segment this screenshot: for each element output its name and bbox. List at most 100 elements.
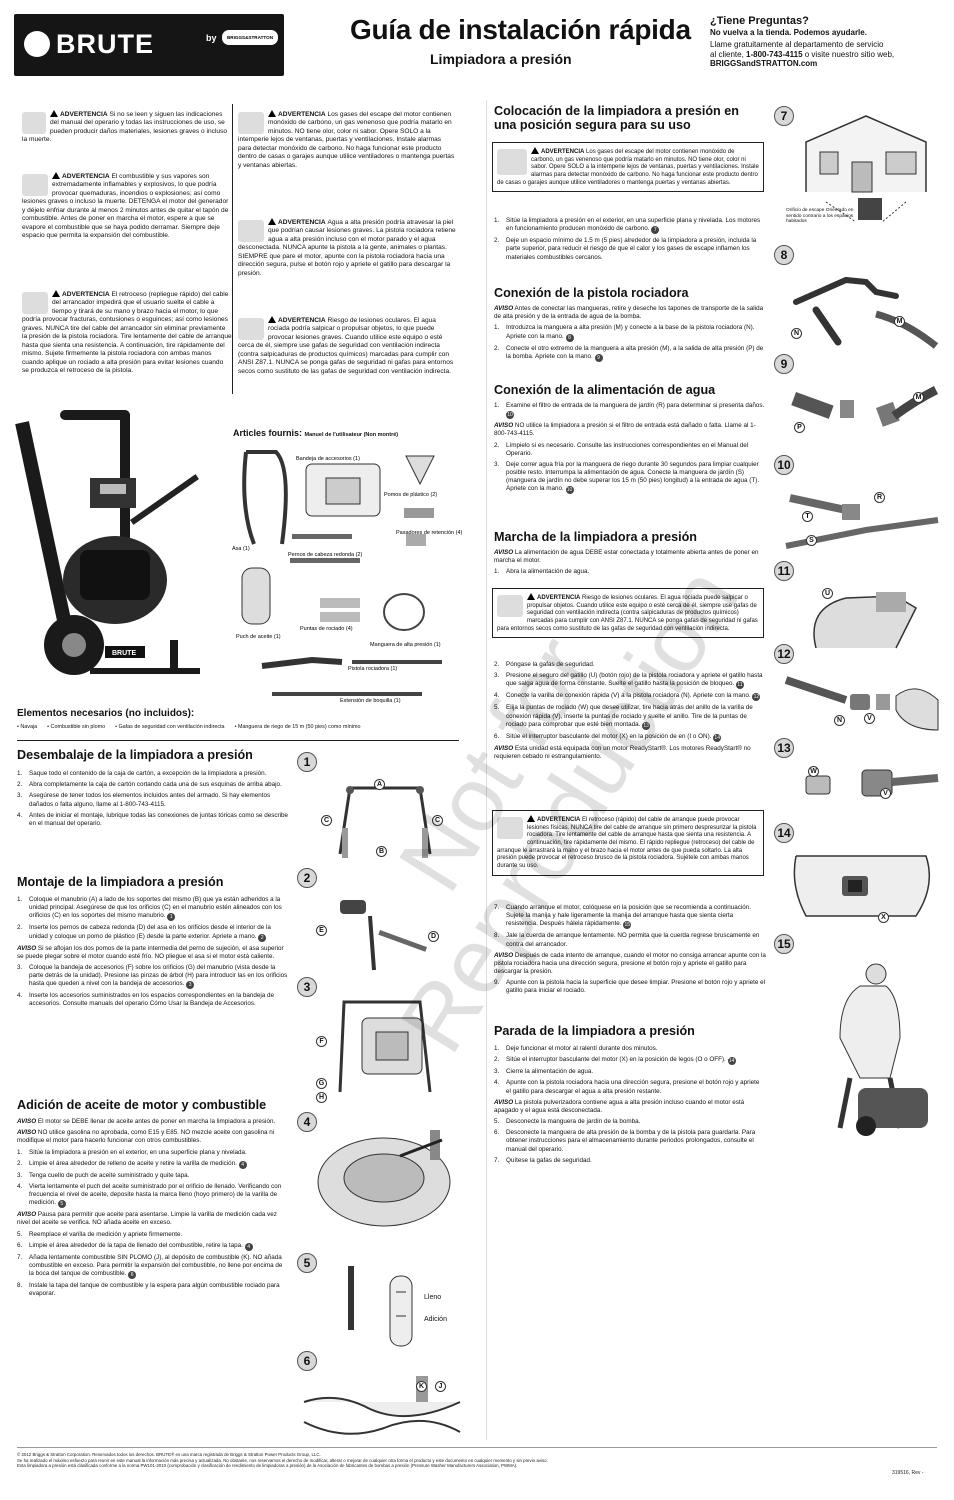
fig1-label-a: A [374, 779, 385, 790]
start-steps-a: AVISO La alimentación de agua DEBE estar… [494, 549, 759, 576]
fig11-label-u: U [822, 588, 833, 599]
warning-high-pressure: ADVERTENCIA Agua a alta presión podría a… [238, 218, 456, 277]
start-title: Marcha de la limpiadora a presión [494, 530, 697, 544]
fig1-label-b: B [376, 846, 387, 857]
stop-title: Parada de la limpiadora a presión [494, 1024, 695, 1038]
fig6-label-j: J [435, 1381, 446, 1392]
figure-7 [805, 115, 927, 223]
fire-icon [22, 174, 48, 196]
assembly-title: Montaje de la limpiadora a presión [17, 875, 224, 889]
questions-line-1: Llame gratuitamente al departamento de s… [710, 40, 884, 49]
figure-11 [813, 592, 917, 649]
oil-steps: AVISO El motor se DEBE llenar de aceite … [17, 1118, 283, 1298]
start-recoil-warning: ADVERTENCIA El retroceso (rápido) del ca… [492, 810, 764, 876]
footer-rule [17, 1447, 937, 1448]
fig6-label-k: K [416, 1381, 427, 1392]
figure-number-10: 10 [774, 455, 794, 475]
lion-logo-icon [24, 31, 50, 57]
article-label-extension: Extensión de boquilla (1) [340, 698, 401, 704]
oil-title: Adición de aceite de motor y combustible [17, 1098, 267, 1112]
fig5-add-label: Adición [424, 1316, 447, 1323]
warning-fuel: ADVERTENCIA El combustible y sus vapores… [22, 172, 229, 240]
warning-co: ADVERTENCIA Los gases del escape del mot… [238, 110, 455, 169]
fig9-label-p: P [794, 422, 805, 433]
figure-12 [784, 676, 939, 731]
questions-line-2: al cliente, 1-800-743-4115 o visite nues… [710, 49, 895, 59]
stop-steps: 1.Deje funcionar el motor al ralentí dur… [494, 1045, 760, 1164]
start-steps-c: 7.Cuando arranque el motor, colóquese en… [494, 904, 766, 995]
fig3-label-g: G [316, 1078, 327, 1089]
page-subtitle: Limpiadora a presión [430, 51, 572, 67]
start-steps-b: 2.Póngase la gafas de seguridad. 3.Presi… [494, 661, 763, 760]
placement-steps: 1.Sitúe la limpiadora a presión en el ex… [494, 217, 761, 261]
warnings-left-box [17, 104, 233, 394]
fig5-full-label: Lleno [424, 1294, 442, 1301]
figure-8 [793, 276, 939, 349]
injection-icon [238, 220, 264, 242]
figure-number-14: 14 [774, 823, 794, 843]
footer: © 2012 Briggs & Stratton Corporation. Re… [17, 1452, 877, 1469]
needed-title: Elementos necesarios (no incluidos): [17, 708, 195, 719]
articles-illustration: Bandeja de accesorios (1) Pomos de plást… [232, 450, 463, 704]
divider-left [17, 740, 459, 741]
recoil-icon [497, 817, 523, 839]
start-eye-warning: ADVERTENCIA Riesgo de lesiones oculares.… [492, 588, 764, 639]
footer-copyright: © 2012 Briggs & Stratton Corporation. Re… [17, 1452, 321, 1457]
fig10-label-r: R [874, 492, 885, 503]
co-gas-icon [497, 149, 527, 175]
figure-9 [791, 385, 939, 427]
gun-title: Conexión de la pistola rociadora [494, 286, 689, 300]
figure-number-13: 13 [774, 738, 794, 758]
fig8-label-m: M [894, 316, 905, 327]
article-label-bolts: Pernos de cabeza redonda (2) [288, 552, 362, 558]
figure-number-3: 3 [297, 977, 317, 997]
footer-rating: Esta limpiadora a presión está clasifica… [17, 1463, 518, 1468]
fig10-label-t: T [802, 511, 813, 522]
unpack-steps: 1.Saque todo el contenido de la caja de … [17, 770, 289, 827]
goggles-icon [238, 318, 264, 340]
co-gas-icon [238, 112, 264, 134]
fig3-label-f: F [316, 1036, 327, 1047]
fig8-label-n: N [791, 328, 802, 339]
fig9-label-m: M [913, 392, 924, 403]
water-title: Conexión de la alimentación de agua [494, 383, 716, 397]
questions-contact: Llame gratuitamente al departamento de s… [710, 40, 950, 69]
figure-number-7: 7 [774, 106, 794, 126]
figure-number-8: 8 [774, 245, 794, 265]
articles-title: Articles fournis: Manuel de l'utilisateu… [233, 428, 399, 438]
water-steps: 1.Examine el filtro de entrada de la man… [494, 402, 765, 495]
figure-number-2: 2 [297, 868, 317, 888]
by-text: by [206, 33, 217, 43]
assembly-steps: 1.Coloque el manubrio (A) a lado de los … [17, 896, 288, 1008]
figure-number-12: 12 [774, 644, 794, 664]
figure-13 [805, 769, 939, 797]
brand-logo-block [14, 14, 284, 76]
article-label-tips: Puntas de rociado (4) [300, 626, 353, 632]
figure-number-9: 9 [774, 354, 794, 374]
figure-2 [340, 900, 427, 971]
partner-logo: BRIGGS&STRATTON [222, 30, 278, 45]
figure-number-6: 6 [297, 1351, 317, 1371]
questions-web: BRIGGSandSTRATTON.com [710, 59, 818, 69]
page-title: Guía de instalación rápida [350, 14, 691, 45]
figure-5 [348, 1266, 413, 1347]
pressure-washer-image: BRUTE [15, 410, 200, 675]
footer-code: 319516, Rev - [892, 1470, 924, 1476]
footer-disclaimer: Se ha realizado el máximo esfuerzo para … [17, 1457, 548, 1463]
figure-14 [793, 855, 931, 917]
figure-number-15: 15 [774, 934, 794, 954]
fig14-label-x: X [878, 912, 889, 923]
warning-recoil: ADVERTENCIA El retroceso (repliegue rápi… [22, 290, 232, 374]
figure-number-1: 1 [297, 752, 317, 772]
figure-4 [317, 1130, 451, 1227]
figure-number-11: 11 [774, 561, 794, 581]
placement-title: Colocación de la limpiadora a presión en… [494, 104, 739, 133]
placement-warning: ADVERTENCIA Los gases del escape del mot… [492, 142, 764, 193]
article-label-pins: Pasadores de retención (4) [396, 530, 463, 536]
goggles-icon [497, 595, 523, 617]
fig12-label-v: V [864, 713, 875, 724]
warning-eye: ADVERTENCIA Riesgo de lesiones oculares.… [238, 316, 454, 375]
fig2-label-e: E [316, 925, 327, 936]
fig1-label-c-right: C [432, 815, 443, 826]
brand-name: BRUTE [56, 29, 154, 59]
